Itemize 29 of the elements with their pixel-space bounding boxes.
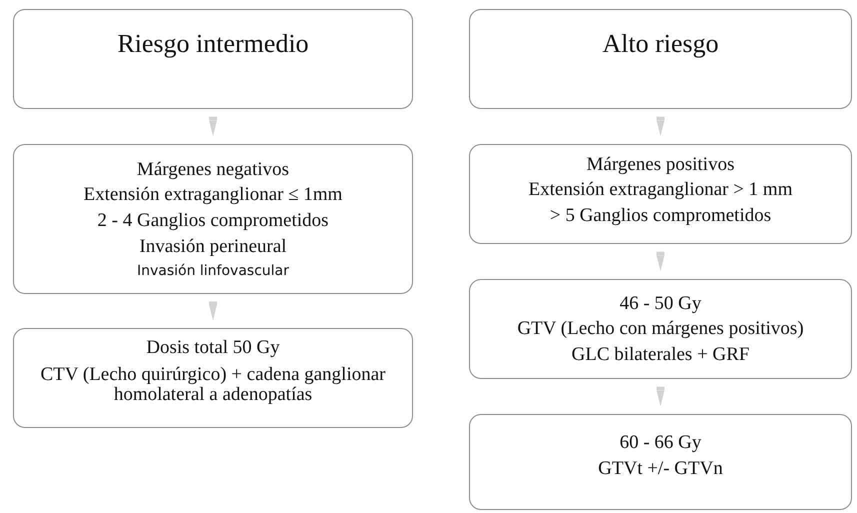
box-text: Dosis total 50 Gy: [146, 336, 280, 360]
box-text: Márgenes negativos: [136, 158, 290, 182]
box-text: 60 - 66 Gy: [620, 431, 702, 456]
box-text: Invasión perineural: [139, 234, 287, 259]
box-text: > 5 Ganglios comprometidos: [550, 204, 772, 228]
box-text: Extensión extraganglionar > 1 mm: [528, 178, 792, 202]
process-box: [469, 144, 852, 244]
process-box: [13, 144, 413, 294]
box-text: CTV (Lecho quirúrgico) + cadena ganglionar homolateral a adenopatías: [39, 364, 387, 405]
box-text: Invasión linfovascular: [136, 262, 290, 282]
box-text: GTVt +/- GTVn: [598, 457, 723, 481]
box-text: 2 - 4 Ganglios comprometidos: [97, 209, 329, 234]
process-box: [13, 328, 413, 428]
box-title: Alto riesgo: [602, 28, 719, 60]
box-text: 46 - 50 Gy: [620, 292, 702, 316]
arrow: [209, 301, 217, 321]
arrow: [656, 386, 664, 406]
box-title: Riesgo intermedio: [117, 28, 309, 60]
box-text: GLC bilaterales + GRF: [572, 342, 750, 367]
process-box: [13, 9, 413, 109]
process-box: [469, 414, 852, 510]
box-text: Extensión extraganglionar ≤ 1mm: [84, 183, 342, 208]
box-text: GTV (Lecho con márgenes positivos): [517, 317, 804, 342]
process-box: [469, 9, 852, 109]
process-box: [469, 279, 852, 379]
arrow: [656, 252, 664, 272]
box-text: Márgenes positivos: [586, 152, 734, 177]
arrow: [656, 116, 664, 136]
arrow: [209, 116, 217, 136]
